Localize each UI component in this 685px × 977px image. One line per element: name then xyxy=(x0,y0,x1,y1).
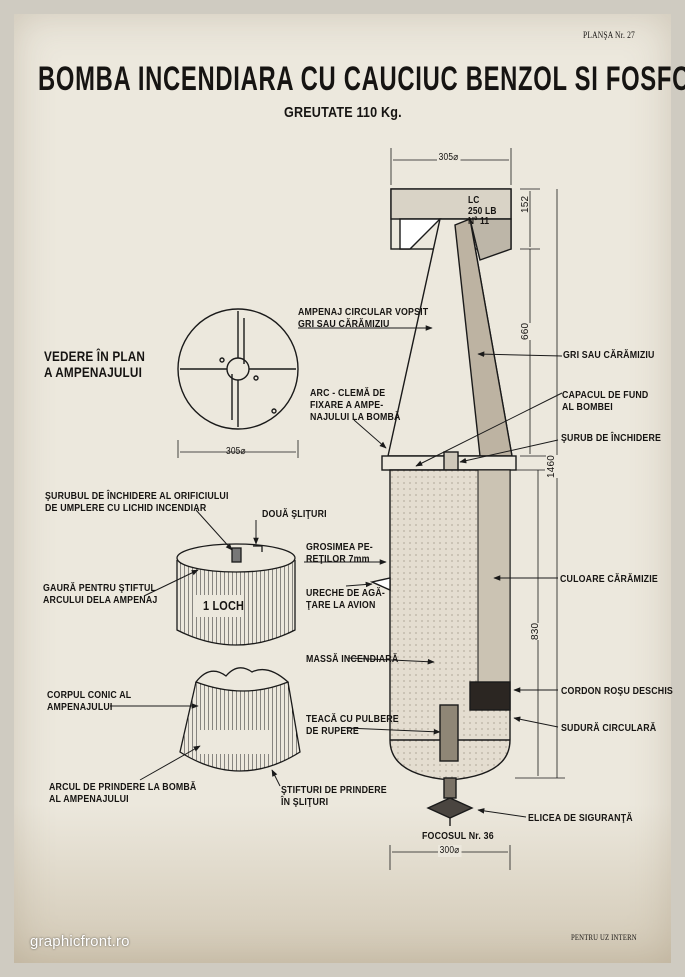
label-doua-slituri: DOUĂ ŞLIŢURI xyxy=(262,508,327,520)
label-line: CAPACUL DE FUND xyxy=(562,389,649,401)
label-loch: 1 LOCH xyxy=(203,598,245,614)
label-line: 1 LOCH xyxy=(203,598,245,613)
plate-number: PLANŞA Nr. 27 xyxy=(583,30,635,40)
label-grosimea: GROSIMEA PE- REŢILOR 7mm xyxy=(306,541,373,565)
label-line: ARCUL DE PRINDERE LA BOMBĂ xyxy=(49,781,197,793)
label-line: ELICEA DE SIGURANŢĂ xyxy=(528,812,633,824)
page-title: BOMBA INCENDIARA CU CAUCIUC BENZOL SI FO… xyxy=(38,60,685,98)
label-line: ARCULUI DELA AMPENAJ xyxy=(43,594,158,607)
label-line: TEACĂ CU PULBERE xyxy=(306,713,399,725)
label-line: ŢARE LA AVION xyxy=(306,599,376,612)
paper-stain xyxy=(14,804,671,963)
conical-fin-detail xyxy=(179,667,301,772)
label-line: GROSIMEA PE- xyxy=(306,541,373,553)
label-line: NAJULUI LA BOMBĂ xyxy=(310,411,401,424)
label-line: ARC - CLEMĂ DE xyxy=(310,387,386,399)
label-stifturi: ŞTIFTURI DE PRINDERE ÎN ŞLIŢURI xyxy=(281,784,387,808)
label-elicea: ELICEA DE SIGURANŢĂ xyxy=(528,812,633,824)
label-cordon: CORDON ROŞU DESCHIS xyxy=(561,685,673,697)
plan-view-title-line: VEDERE ÎN PLAN xyxy=(44,348,146,364)
label-capac: CAPACUL DE FUND AL BOMBEI xyxy=(562,389,648,413)
label-line: CORDON ROŞU DESCHIS xyxy=(561,685,673,697)
label-gri: GRI SAU CĂRĂMIZIU xyxy=(563,349,655,361)
label-surub: ŞURUB DE ÎNCHIDERE xyxy=(561,432,661,444)
fin-drum-detail xyxy=(176,543,296,646)
leader-lines xyxy=(110,325,563,818)
label-corpul: CORPUL CONIC AL AMPENAJULUI xyxy=(47,689,131,713)
label-line: AL AMPENAJULUI xyxy=(49,793,129,806)
plan-view-title-line: A AMPENAJULUI xyxy=(44,364,143,381)
bottom-diameter-dim: 300⌀ xyxy=(438,845,462,857)
fuze-label: FOCOSUL Nr. 36 xyxy=(422,830,494,842)
label-line: AMPENAJ CIRCULAR VOPSIT xyxy=(298,306,429,318)
label-line: REŢILOR 7mm xyxy=(306,553,370,566)
plan-view-title: VEDERE ÎN PLAN A AMPENAJULUI xyxy=(44,348,145,380)
fin-height-dim: 152 xyxy=(520,195,531,213)
bomb-drawing xyxy=(369,188,517,826)
tail-length-dim: 660 xyxy=(520,322,532,340)
label-massa: MASSĂ INCENDIARĂ xyxy=(306,653,398,665)
top-diameter-dim: 305⌀ xyxy=(437,152,461,164)
label-line: AL BOMBEI xyxy=(562,401,613,414)
label-line: GRI SAU CĂRĂMIZIU xyxy=(563,349,655,361)
label-gaura: GAURĂ PENTRU ŞTIFTUL ARCULUI DELA AMPENA… xyxy=(43,582,157,606)
label-line: DE UMPLERE CU LICHID INCENDIAR xyxy=(45,502,207,515)
label-surubul-orificiu: ŞURUBUL DE ÎNCHIDERE AL ORIFICIULUI DE U… xyxy=(45,490,229,514)
label-line: ŞURUB DE ÎNCHIDERE xyxy=(561,432,662,444)
total-length-dim: 1460 xyxy=(546,454,558,478)
stamp-line: LC xyxy=(468,195,480,206)
label-arcul: ARCUL DE PRINDERE LA BOMBĂ AL AMPENAJULU… xyxy=(49,781,196,805)
label-line: ŞURUBUL DE ÎNCHIDERE AL ORIFICIULUI xyxy=(45,490,229,502)
label-line: SUDURĂ CIRCULARĂ xyxy=(561,722,657,734)
label-line: CULOARE CĂRĂMIZIE xyxy=(560,573,658,585)
label-line: GAURĂ PENTRU ŞTIFTUL xyxy=(43,582,157,594)
weight-subtitle: GREUTATE 110 Kg. xyxy=(284,104,402,121)
label-line: MASSĂ INCENDIARĂ xyxy=(306,653,399,665)
label-ampenaj-circular: AMPENAJ CIRCULAR VOPSIT GRI SAU CĂRĂMIZI… xyxy=(298,306,428,330)
label-teaca: TEACĂ CU PULBERE DE RUPERE xyxy=(306,713,399,737)
label-culoare: CULOARE CĂRĂMIZIE xyxy=(560,573,658,585)
label-sudura: SUDURĂ CIRCULARĂ xyxy=(561,722,656,734)
label-line: ŞTIFTURI DE PRINDERE xyxy=(281,784,387,796)
label-line: AMPENAJULUI xyxy=(47,701,113,714)
watermark: graphicfront.ro xyxy=(30,933,130,950)
label-line: DE RUPERE xyxy=(306,725,359,738)
label-line: DOUĂ ŞLIŢURI xyxy=(262,508,327,520)
label-line: FIXARE A AMPE- xyxy=(310,399,384,412)
bomb-stamp: LC 250 LB Nº 11 xyxy=(468,195,497,228)
label-line: GRI SAU CĂRĂMIZIU xyxy=(298,318,390,331)
label-line: CORPUL CONIC AL xyxy=(47,689,132,701)
stamp-line: Nº 11 xyxy=(468,216,490,227)
body-length-dim: 830 xyxy=(530,622,542,640)
poster-sheet xyxy=(14,14,671,963)
label-ureche: URECHE DE AGĂ- ŢARE LA AVION xyxy=(306,587,385,611)
fin-plan-view xyxy=(177,308,299,458)
footer-note: PENTRU UZ INTERN xyxy=(571,933,637,942)
stamp-line: 250 LB xyxy=(468,205,497,217)
label-arc-clema: ARC - CLEMĂ DE FIXARE A AMPE- NAJULUI LA… xyxy=(310,387,401,423)
label-line: URECHE DE AGĂ- xyxy=(306,587,385,599)
plan-diameter-label: 305⌀ xyxy=(226,446,246,457)
label-line: ÎN ŞLIŢURI xyxy=(281,796,329,809)
